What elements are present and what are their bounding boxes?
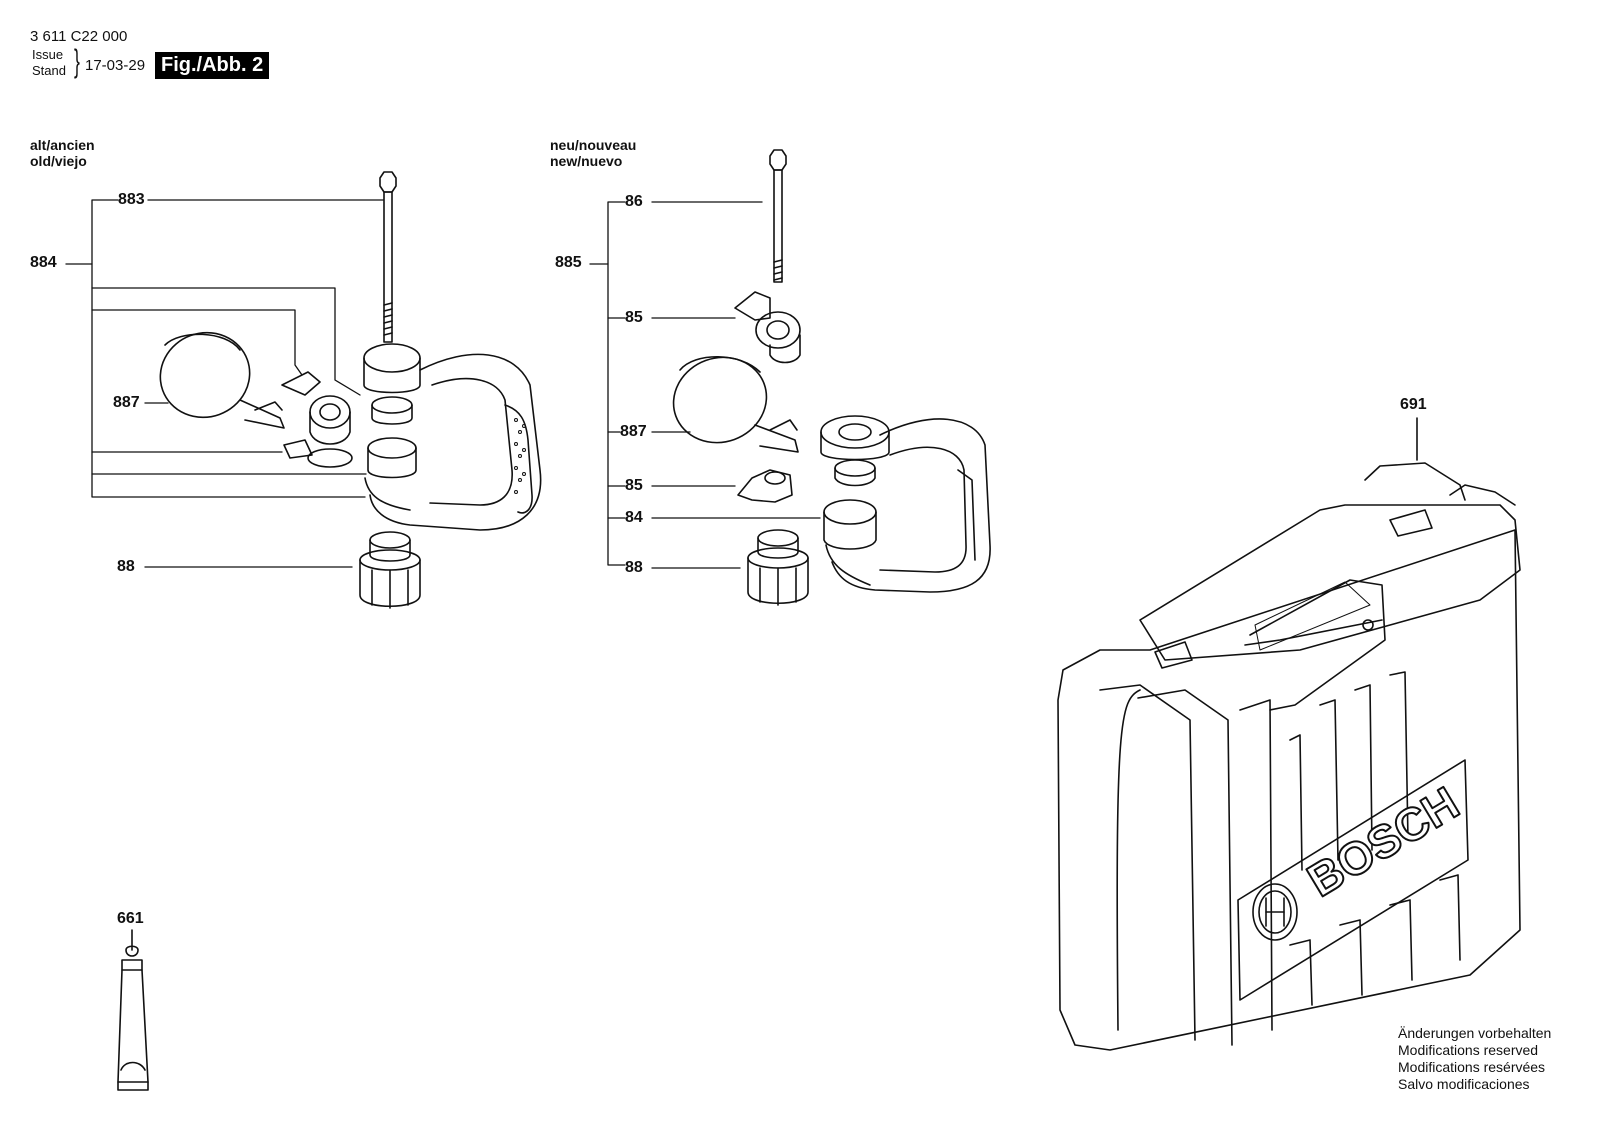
old-bolt-883 (379, 171, 397, 343)
part-label-85-top: 85 (625, 309, 643, 326)
new-section-heading-line2: new/nuevo (550, 153, 623, 169)
old-auxiliary-handle (363, 343, 542, 531)
stand-label: Stand (32, 63, 66, 78)
old-section-heading-line2: old/viejo (30, 153, 87, 169)
notice-line-fr: Modifications resérvées (1398, 1059, 1546, 1075)
notice-line-de: Änderungen vorbehalten (1398, 1025, 1552, 1041)
old-clamp-jaws (281, 371, 353, 468)
issue-date: 17-03-29 (85, 57, 146, 74)
old-leader-lines (65, 199, 384, 568)
notice-line-en: Modifications reserved (1398, 1042, 1539, 1058)
part-label-661: 661 (117, 910, 144, 927)
part-label-884: 884 (30, 254, 57, 271)
document-number: 3 611 C22 000 (30, 28, 128, 45)
issue-label: Issue (32, 47, 64, 62)
modifications-notice: Änderungen vorbehalten Modifications res… (1398, 1025, 1551, 1093)
new-nut-88 (747, 529, 809, 606)
part-label-88-old: 88 (117, 558, 135, 575)
grease-tube-661 (117, 929, 149, 1091)
carrying-case-691 (1057, 417, 1521, 1051)
old-clamping-band-887 (159, 331, 285, 429)
new-clamping-band-887 (672, 355, 799, 453)
new-section-heading-line1: neu/nouveau (550, 137, 637, 153)
part-label-887-new: 887 (620, 423, 647, 440)
figure-label: Fig./Abb. 2 (155, 52, 270, 79)
new-clamp-jaw-85-top (734, 291, 801, 364)
part-label-691: 691 (1400, 396, 1427, 413)
part-label-86: 86 (625, 193, 643, 210)
new-auxiliary-handle (820, 415, 991, 593)
brace-symbol: } (74, 43, 80, 79)
new-clamp-jaw-85-bottom (737, 469, 793, 503)
part-label-885: 885 (555, 254, 582, 271)
old-section-heading-line1: alt/ancien (30, 137, 95, 153)
notice-line-es: Salvo modificaciones (1398, 1076, 1530, 1092)
new-leader-lines (589, 201, 821, 569)
new-bolt-86 (769, 149, 787, 283)
case-brand-text: BOSCH (1298, 776, 1467, 906)
part-label-887-old: 887 (113, 394, 140, 411)
part-label-88-new: 88 (625, 559, 643, 576)
part-label-85-bottom: 85 (625, 477, 643, 494)
part-label-84: 84 (625, 509, 643, 526)
part-label-883: 883 (118, 191, 145, 208)
old-nut-88 (359, 531, 421, 609)
